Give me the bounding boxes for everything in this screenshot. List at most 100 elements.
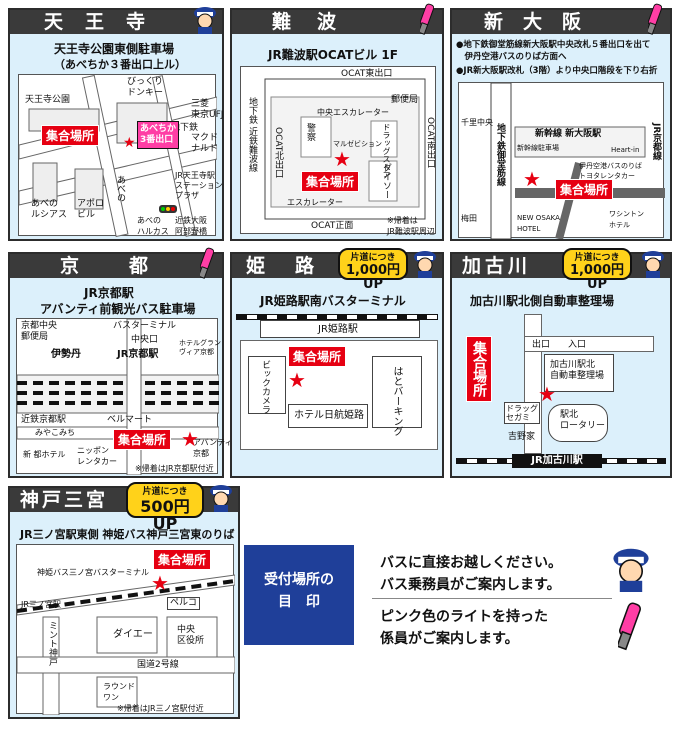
panel-tennoji: 天王寺 天王寺公園東側駐車場 （あべちか３番出口上ル） びっくり ドンキー 天王… <box>8 7 224 241</box>
shinosaka-label-hotel: NEW OSAKA HOTEL <box>517 214 560 233</box>
shinosaka-label-senri: 千里中央 <box>461 118 493 127</box>
legend-box-text: 受付場所の 目 印 <box>264 572 334 610</box>
namba-title: JR難波駅OCATビル 1F <box>268 48 398 62</box>
kyoto-map: 京都中央 郵便局 バスターミナル 中央口 伊勢丹 JR京都駅 ホテルグラン ヴィ… <box>16 318 233 475</box>
himeji-label-hotel: ホテル日航姫路 <box>294 410 364 421</box>
kakogawa-rotary-block <box>548 404 608 442</box>
kyoto-label-jr: JR京都駅 <box>117 349 159 360</box>
legend-bus-line1: バスに直接お越しください。 <box>380 555 562 571</box>
namba-label-subway: 地下鉄 近鉄難波線 <box>247 97 257 172</box>
namba-label-post: 郵便局 <box>391 95 419 105</box>
tennoji-label-bikkuri: びっくり ドンキー <box>127 77 164 98</box>
kobe-label-jr: JR三ノ宮駅 <box>21 600 61 609</box>
kyoto-label-miyako: みやこみち <box>35 428 75 437</box>
legend-box: 受付場所の 目 印 <box>244 545 354 645</box>
kakogawa-fare-amount: 1,000円UP <box>569 263 625 292</box>
pink-light-stick-icon <box>648 3 662 35</box>
himeji-fare-badge: 片道につき 1,000円UP <box>338 248 408 292</box>
panel-himeji: 姫路 片道につき 1,000円UP JR姫路駅南バスターミナル JR姫路駅 ビッ… <box>230 248 444 478</box>
kakogawa-label-rotary: 駅北 ロータリー <box>560 410 606 431</box>
namba-label-coffee: ダイソー <box>381 163 391 199</box>
panel-tennoji-header: 天王寺 <box>10 10 222 34</box>
legend-light-line2: 係員がご案内します。 <box>380 631 519 647</box>
panel-kakogawa-header: 加古川 <box>452 254 670 278</box>
kobe-fare-amount: 500円UP <box>140 497 190 533</box>
namba-map: OCAT東出口 中央エスカレーター 郵便局 地下鉄 近鉄難波線 OCAT北出口 … <box>240 66 436 236</box>
namba-label-ocat-north: OCAT北出口 <box>273 127 283 179</box>
tennoji-meeting-spot: 集合場所 <box>41 125 100 146</box>
traffic-light-icon <box>159 205 177 213</box>
himeji-label-parking: はとバーキング <box>391 366 402 436</box>
shinosaka-direction-3: ●JR新大阪駅改札（3階）より中央口階段を下り右折 <box>456 66 658 76</box>
kyoto-subtitle: アバンティ前観光バス駐車場 <box>40 302 196 316</box>
panel-kakogawa: 加古川 片道につき 1,000円UP 加古川駅北側自動車整理場 出口 入口 加古… <box>450 248 672 478</box>
kakogawa-label-exit: 出口 <box>532 340 551 350</box>
shinosaka-label-rentacar: 新幹線駐車場 <box>517 144 559 152</box>
legend-bus-line2: バス乗務員がご案内します。 <box>380 577 561 593</box>
legend-light-line1: ピンク色のライトを持った <box>380 609 548 625</box>
bus-driver-icon <box>194 7 216 34</box>
bus-driver-icon <box>414 251 436 278</box>
kyoto-label-kintetsu: 近鉄京都駅 <box>21 415 67 425</box>
shinosaka-map: 地下鉄御堂筋線 千里中央 新幹線 新大阪駅 新幹線駐車場 Heart-in JR… <box>458 82 665 239</box>
panel-namba: 難波 JR難波駅OCATビル 1F OCAT東出口 中央エスカレーター 郵便局 … <box>230 3 444 241</box>
tennoji-label-abeno-r: あべの ルシアス <box>31 199 68 220</box>
star-icon: ★ <box>151 571 169 595</box>
kobe-label-terminal: 神姫バス三ノ宮バスターミナル <box>37 568 149 577</box>
kakogawa-label-entrance: 入口 <box>568 340 587 350</box>
star-icon: ★ <box>181 427 199 451</box>
shinosaka-direction-2: 伊丹空港バスのりば方面へ <box>456 52 567 62</box>
tennoji-label-chikatetsu: 地下鉄 <box>171 123 199 133</box>
tennoji-title: 天王寺公園東側駐車場 <box>54 42 175 56</box>
kyoto-label-avanti: アバンティ 京都 <box>193 438 233 458</box>
himeji-fare-amount: 1,000円UP <box>345 263 401 292</box>
namba-label-esc: エスカレーター <box>287 198 343 207</box>
kakogawa-drug-block <box>504 402 540 424</box>
kobe-return-note: ※帰着はJR三ノ宮駅付近 <box>117 704 204 713</box>
himeji-label-bic: ビックカメラ <box>260 360 270 414</box>
kobe-meeting-spot: 集合場所 <box>153 549 212 570</box>
himeji-railway <box>236 314 438 320</box>
shinosaka-label-heart-in: Heart-in <box>611 146 640 154</box>
kyoto-meeting-spot: 集合場所 <box>113 429 172 450</box>
kobe-label-route2: 国道2号線 <box>137 660 179 670</box>
shinosaka-label-shinkansen: 新幹線 新大阪駅 <box>535 129 602 139</box>
namba-meeting-spot: 集合場所 <box>301 171 360 192</box>
kobe-label-mint: ミント神戸 <box>47 621 57 666</box>
kakogawa-label-yoshino: 吉野家 <box>508 432 536 442</box>
tennoji-label-apollo: アポロ ビル <box>77 199 105 220</box>
bus-driver-icon <box>210 485 232 512</box>
kyoto-return-note: ※帰着はJR京都駅付近 <box>135 464 214 473</box>
panel-shinosaka-header: 新大阪 <box>452 10 670 34</box>
kyoto-label-granvia: ホテルグラン ヴィア京都 <box>179 339 221 356</box>
kobe-label-pelco: ペルコ <box>167 597 200 610</box>
panel-shinosaka: 新大阪 ●地下鉄御堂筋線新大阪駅中央改札５番出口を出て 伊丹空港バスのりば方面へ… <box>450 3 672 241</box>
tennoji-label-abeno-road: あべの <box>115 175 125 202</box>
kakogawa-label-station: JR加古川駅 <box>512 454 602 468</box>
kyoto-label-post: 京都中央 郵便局 <box>21 321 58 342</box>
shinosaka-label-jr: JR京都線 <box>651 123 661 161</box>
himeji-bic-block <box>248 356 286 414</box>
kobe-fare-badge: 片道につき 500円UP <box>126 482 204 532</box>
kakogawa-fare-badge: 片道につき 1,000円UP <box>562 248 632 292</box>
panel-namba-header: 難波 <box>232 10 442 34</box>
kyoto-label-terminal: バスターミナル <box>113 321 177 331</box>
namba-label-front: OCAT正面 <box>311 221 354 231</box>
kobe-fare-caption: 片道につき <box>142 487 188 497</box>
tennoji-map: びっくり ドンキー 天王寺公園 三菱 東京UFJ 地下鉄 マクド ナルド JR天… <box>18 74 223 237</box>
pink-light-stick-icon <box>618 602 641 651</box>
panel-himeji-header: 姫路 <box>232 254 442 278</box>
tennoji-label-mitsubishi: 三菱 東京UFJ <box>191 99 224 120</box>
kobe-title: JR三ノ宮駅東側 神姫バス神戸三宮東のりば <box>20 528 235 541</box>
kyoto-label-chuoguchi: 中央口 <box>131 335 159 345</box>
himeji-parking-block <box>372 356 422 428</box>
star-icon: ★ <box>123 135 136 151</box>
himeji-station-box <box>260 320 420 338</box>
tennoji-label-kintetsu: 近鉄大阪 阿部野橋 <box>175 216 207 236</box>
kobe-label-chuo-ku: 中央 区役所 <box>177 625 205 646</box>
kakogawa-road-h <box>524 336 654 352</box>
kakogawa-label-lot: 加古川駅北 自動車整理場 <box>550 360 605 381</box>
shinosaka-label-toyota: トヨタレンタカー <box>579 172 635 180</box>
tennoji-label-abeno-h: あべの ハルカス <box>137 216 169 236</box>
kobe-map: 神姫バス三ノ宮バスターミナル JR三ノ宮駅 ミント神戸 ペルコ ダイエー 中央 … <box>16 544 235 715</box>
